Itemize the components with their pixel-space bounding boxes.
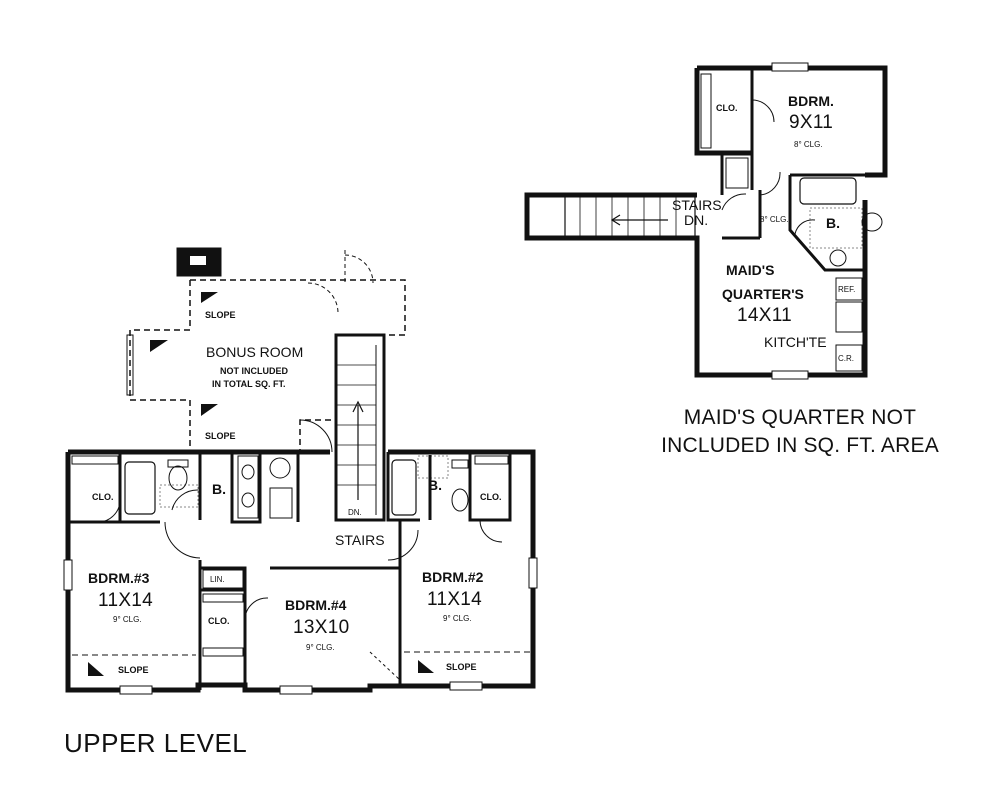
maid-hall-wall	[720, 153, 865, 272]
bdrm3-size: 11X14	[98, 590, 153, 611]
upper-level-plan	[63, 247, 538, 695]
bonus-room-door-swing	[307, 254, 374, 314]
slope-marker	[201, 404, 218, 416]
maid-stair	[564, 194, 696, 239]
closet-shelf	[202, 593, 244, 603]
bdrm3-name: BDRM.#3	[88, 570, 150, 586]
closet-label: CLO.	[480, 492, 502, 502]
toilet	[168, 465, 188, 491]
bathtub	[391, 459, 417, 516]
bathtub	[799, 177, 857, 205]
maid-hall-ceiling: 8° CLG.	[760, 215, 789, 224]
bath-label: B.	[428, 477, 442, 493]
door-swing	[721, 171, 816, 235]
bdrm2-name: BDRM.#2	[422, 569, 484, 585]
window	[771, 370, 809, 380]
vanity	[237, 455, 259, 519]
sink	[269, 457, 291, 479]
window	[279, 685, 313, 695]
maid-note-line-1: MAID'S QUARTER NOT	[683, 406, 917, 429]
bonus-slope-label: SLOPE	[205, 310, 236, 320]
stairs-label: STAIRS	[335, 532, 385, 548]
bdrm4-size: 13X10	[293, 617, 349, 638]
window	[119, 685, 153, 695]
interior-walls-left	[68, 452, 402, 690]
counter	[835, 301, 863, 333]
bath-floor-tile	[159, 484, 199, 508]
sink	[829, 249, 847, 267]
slope-marker	[201, 292, 218, 303]
maid-quarters-plan	[524, 62, 888, 380]
bonus-room-window	[126, 334, 134, 396]
cabinet	[725, 157, 749, 189]
window	[528, 557, 538, 589]
maid-stair-treads	[579, 195, 677, 238]
maid-dn-label: DN.	[684, 212, 708, 228]
closet-shelf	[474, 455, 509, 465]
bathtub	[124, 461, 156, 515]
slope-marker	[150, 340, 168, 352]
toilet	[861, 212, 883, 232]
bonus-room-title: BONUS ROOM	[206, 344, 303, 360]
refrigerator	[835, 277, 863, 301]
maid-bdrm-size: 9X11	[789, 112, 833, 133]
bdrm3-ceiling: 9° CLG.	[113, 615, 142, 624]
stair-treads	[336, 364, 376, 486]
bath-floor-tile	[809, 207, 863, 249]
bath-label: B.	[212, 481, 226, 497]
maid-quarters-name-2: QUARTER'S	[722, 286, 804, 302]
bonus-room-note-2: IN TOTAL SQ. FT.	[212, 379, 286, 389]
bdrm2-ceiling: 9° CLG.	[443, 614, 472, 623]
bonus-slope-label-2: SLOPE	[205, 431, 236, 441]
closet-label: CLO.	[92, 492, 114, 502]
closet-shelf	[700, 73, 712, 149]
closet-label: CLO.	[208, 616, 230, 626]
maid-bdrm-name: BDRM.	[788, 93, 834, 109]
window	[449, 681, 483, 691]
toilet	[451, 488, 469, 512]
bdrm4-name: BDRM.#4	[285, 597, 347, 613]
stair-run	[334, 333, 386, 522]
slope-marker	[88, 662, 104, 676]
slope-label-left: SLOPE	[118, 665, 149, 675]
maid-quarters-labels: CLO. BDRM. 9X11 8° CLG. STAIRS DN. 8° CL…	[672, 93, 855, 363]
maid-bath-label: B.	[826, 215, 840, 231]
closet-shelf	[71, 455, 119, 465]
maid-kitchenette-label: KITCH'TE	[764, 334, 827, 350]
bath-floor-tile	[417, 455, 449, 479]
slope-marker	[418, 660, 434, 673]
bdrm2-size: 11X14	[427, 589, 482, 610]
door-swing	[97, 419, 419, 621]
interior-walls-right	[386, 452, 512, 522]
bdrm4-ceiling: 9° CLG.	[306, 643, 335, 652]
maid-quarters-size: 14X11	[737, 305, 792, 326]
linen-label: LIN.	[210, 575, 225, 584]
counter-range	[835, 344, 863, 372]
upper-level-labels: SLOPE BONUS ROOM NOT INCLUDED IN TOTAL S…	[88, 310, 502, 675]
maid-ref-label: REF.	[838, 285, 855, 294]
window	[771, 62, 809, 72]
slope-label-right: SLOPE	[446, 662, 477, 672]
maid-bdrm-ceiling: 8° CLG.	[794, 140, 823, 149]
maid-closet-label: CLO.	[716, 103, 738, 113]
maid-cr-label: C.R.	[838, 354, 854, 363]
upper-level-title: UPPER LEVEL	[64, 728, 248, 758]
maid-note-line-2: INCLUDED IN SQ. FT. AREA	[661, 434, 939, 457]
closet-shelf	[202, 647, 244, 657]
maid-stairs-label: STAIRS	[672, 197, 722, 213]
maid-quarters-name-1: MAID'S	[726, 262, 774, 278]
window	[63, 559, 73, 591]
maid-quarters-note: MAID'S QUARTER NOT INCLUDED IN SQ. FT. A…	[630, 404, 970, 460]
stair-dn-label: DN.	[348, 508, 362, 517]
linen-closet	[202, 569, 244, 589]
bonus-room-note-1: NOT INCLUDED	[220, 366, 288, 376]
